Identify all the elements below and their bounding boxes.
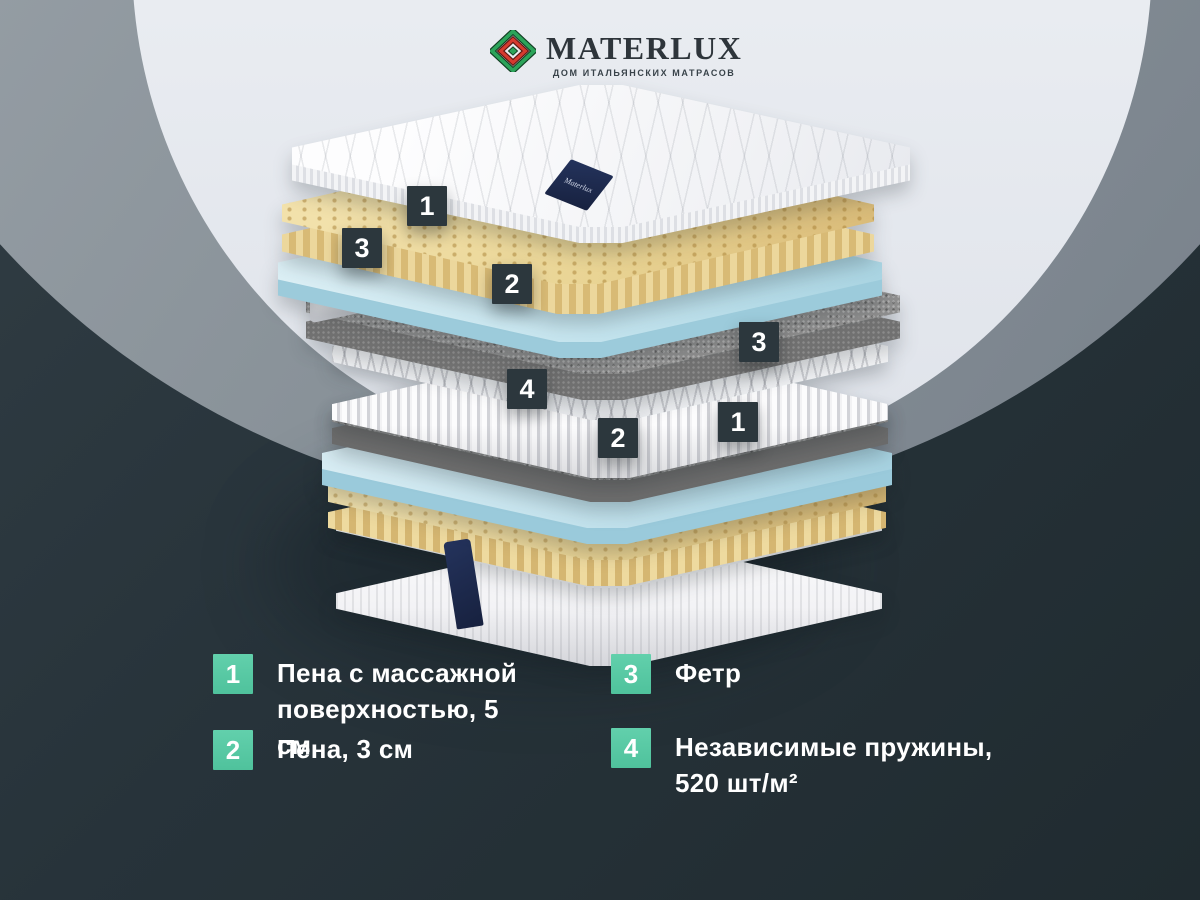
legend-badge-1: 1 [213, 654, 253, 694]
layer-marker-2-top: 2 [492, 264, 532, 304]
layer-marker-1-bottom: 1 [718, 402, 758, 442]
materlux-diamond-logo-icon [490, 30, 536, 72]
mattress-layer-quilted-cover [292, 85, 910, 243]
quilted-cover-top [292, 85, 910, 227]
legend-item-1: 1 Пена с массажной поверхностью, 5 см [213, 654, 527, 763]
layer-marker-4: 4 [507, 369, 547, 409]
layer-marker-3-left: 3 [342, 228, 382, 268]
legend-label-3: Фетр [675, 658, 742, 688]
layer-marker-2-bottom: 2 [598, 418, 638, 458]
legend-label-2: Пена, 3 см [277, 734, 414, 764]
legend-item-2: 2 Пена, 3 см [213, 730, 527, 770]
legend-label-4: Независимые пружины, 520 шт/м² [675, 732, 993, 798]
brand-name: MATERLUX [546, 30, 743, 66]
brand-lockup: MATERLUX ДОМ ИТАЛЬЯНСКИХ МАТРАСОВ [546, 30, 742, 78]
legend-badge-3: 3 [611, 654, 651, 694]
legend-label-1: Пена с массажной поверхностью, 5 см [277, 658, 518, 760]
brand-fabric-tag-text: Materlux [563, 175, 595, 195]
legend-badge-2: 2 [213, 730, 253, 770]
brand-tagline: ДОМ ИТАЛЬЯНСКИХ МАТРАСОВ [552, 68, 736, 78]
layer-marker-3-right: 3 [739, 322, 779, 362]
brand-logo: MATERLUX ДОМ ИТАЛЬЯНСКИХ МАТРАСОВ [490, 30, 742, 78]
legend-item-4: 4 Независимые пружины, 520 шт/м² [611, 728, 1005, 801]
legend-item-3: 3 Фетр [611, 654, 1005, 694]
layer-marker-1-top: 1 [407, 186, 447, 226]
legend-badge-4: 4 [611, 728, 651, 768]
